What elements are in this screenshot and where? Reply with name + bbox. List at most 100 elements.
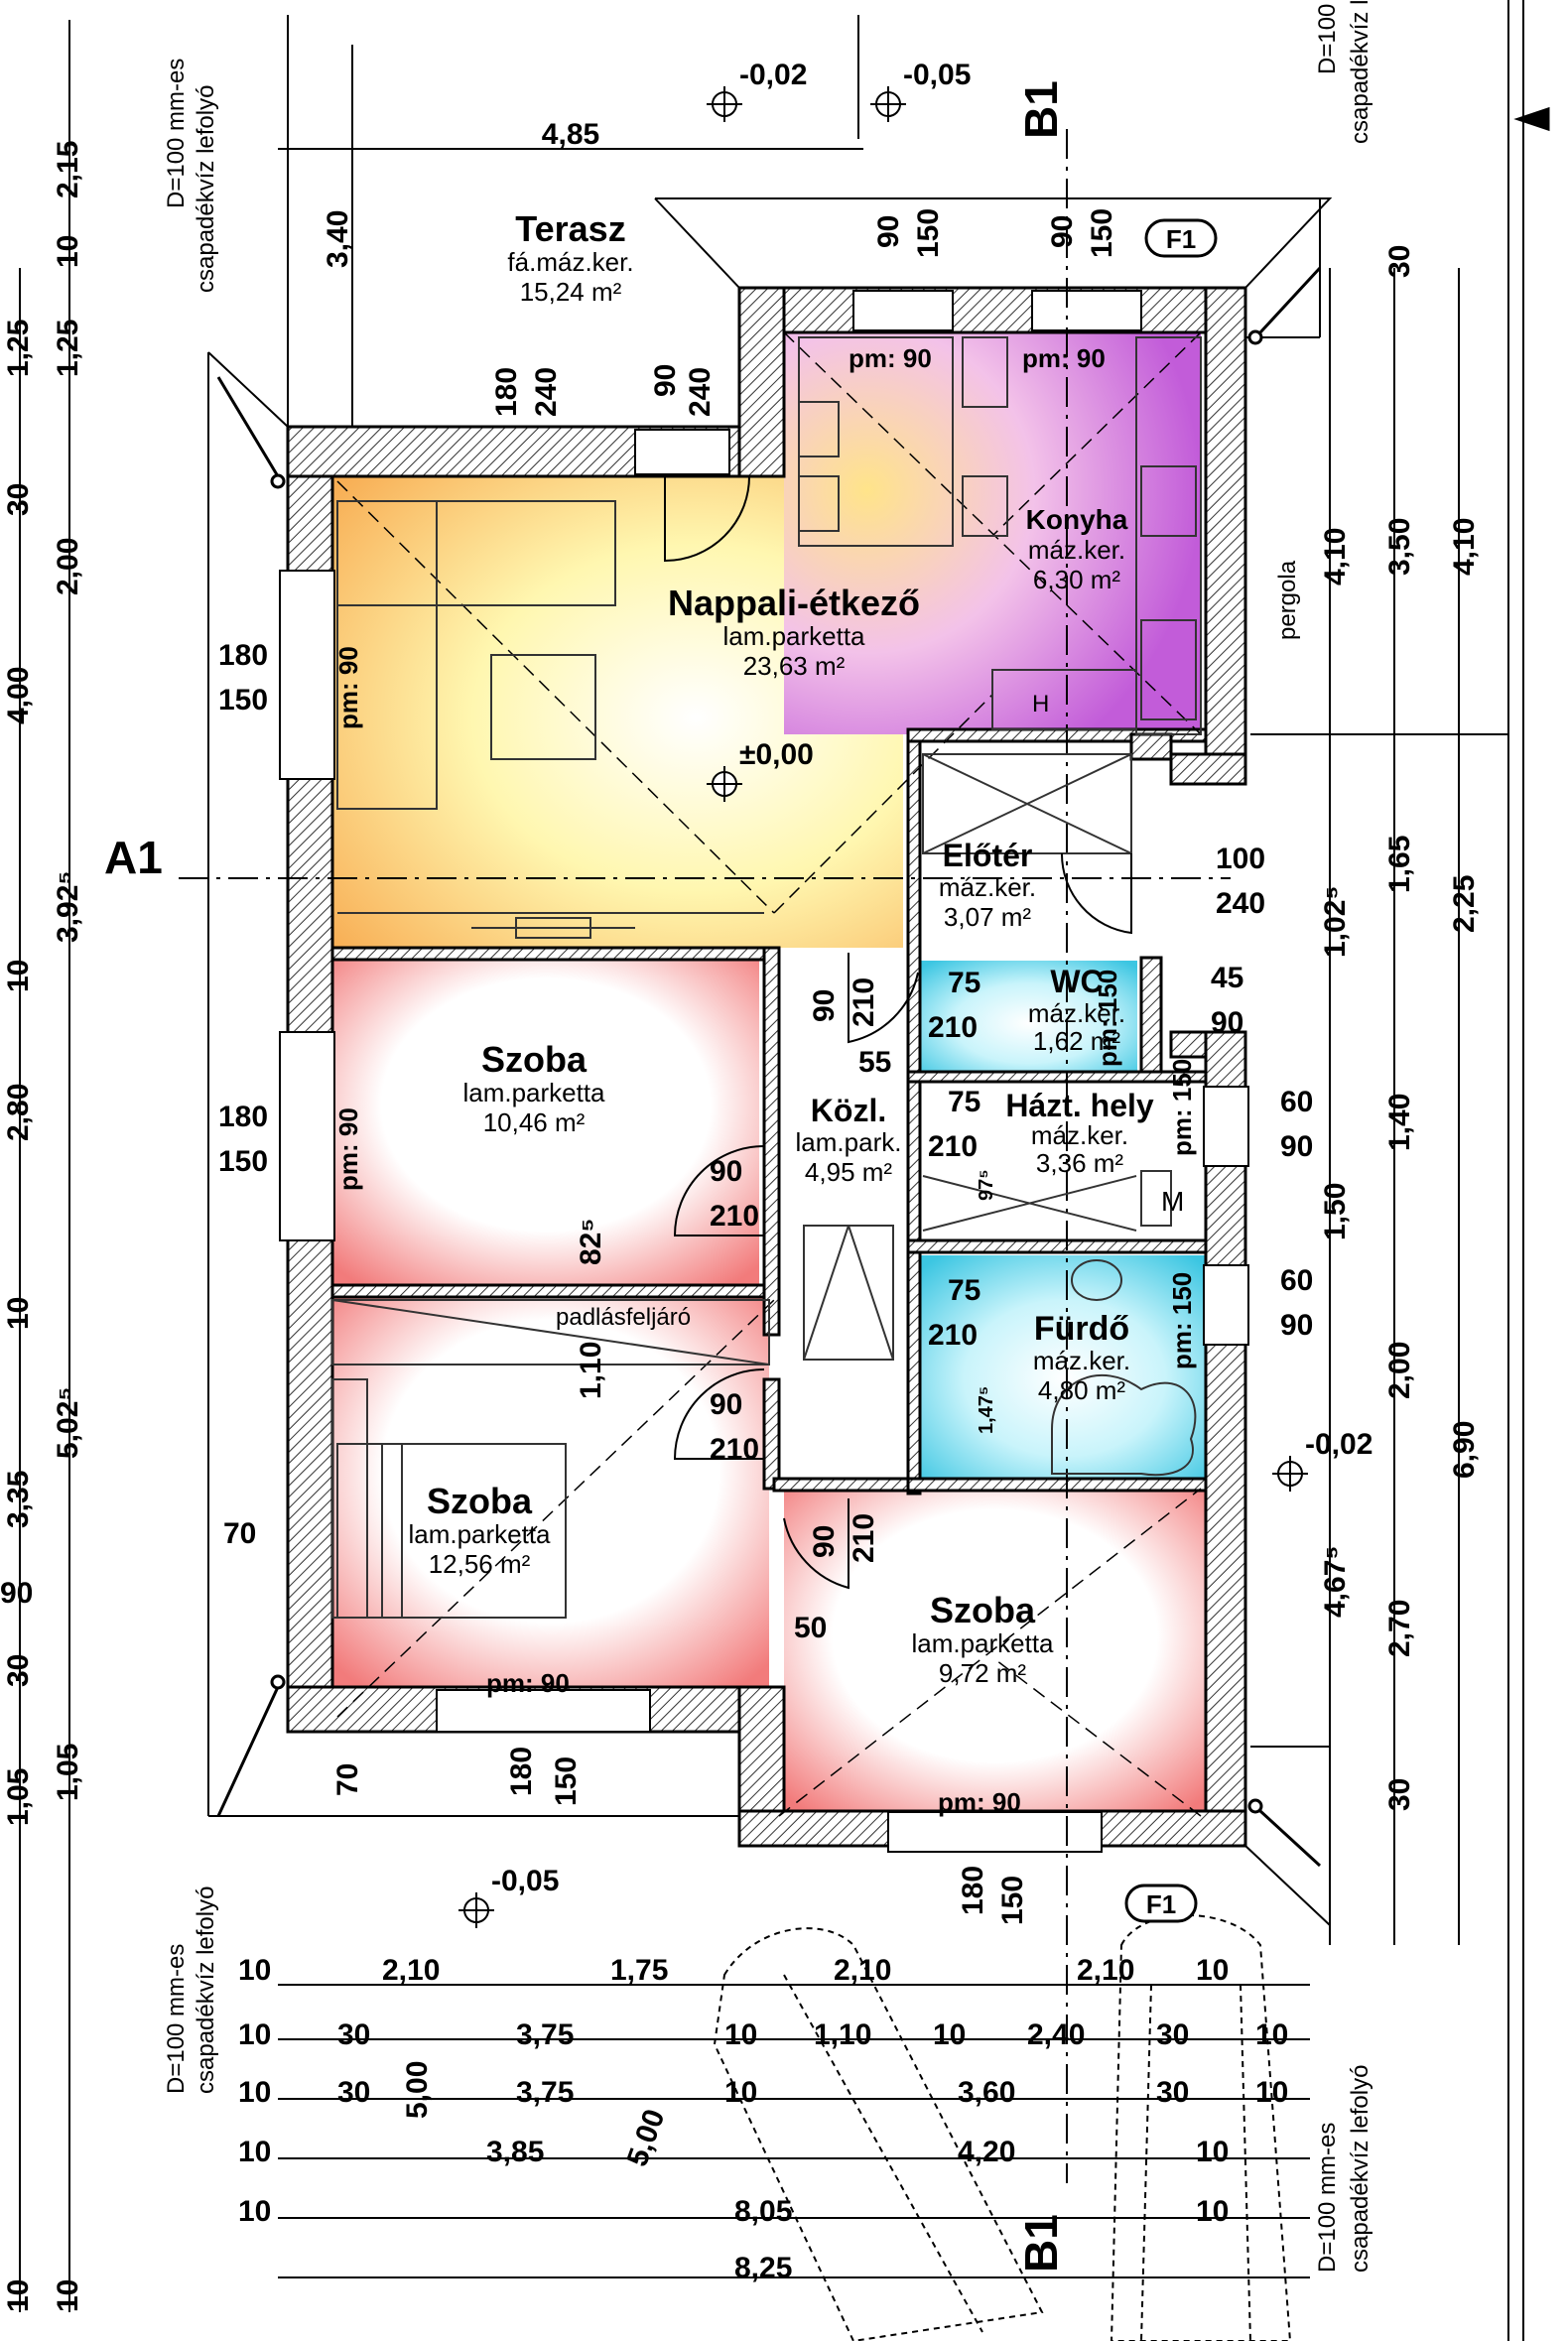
dim-op-39: 150 xyxy=(996,1876,1029,1925)
dim-lo-6: 3,92⁵ xyxy=(52,871,84,943)
dim-op-8: 180 xyxy=(218,639,268,672)
dim-b2-2: 3,75 xyxy=(516,2076,574,2109)
wc-fill xyxy=(921,961,1137,1075)
dim-op-13: 240 xyxy=(1216,887,1265,920)
m-mark: M xyxy=(1161,1186,1184,1217)
kozl-name: Közl. xyxy=(811,1093,886,1128)
furdo-area: 4,80 m² xyxy=(1038,1375,1125,1405)
dim-op-3: 240 xyxy=(684,367,717,417)
dim-op-2: 90 xyxy=(649,364,682,397)
dim-b1-6: 2,40 xyxy=(1027,2018,1085,2051)
dim-lo-2: 1,25 xyxy=(52,320,84,377)
roof-lines xyxy=(336,331,1202,1817)
drain-note-1b: csapadékvíz lefolyó xyxy=(193,85,219,293)
section-b1-top: B1 xyxy=(1015,80,1067,139)
dim-b1-2: 3,75 xyxy=(516,2018,574,2051)
dim-b3-3: 10 xyxy=(1196,2136,1229,2168)
dim-op-32: 55 xyxy=(858,1046,891,1079)
dim-op-18: 60 xyxy=(1280,1264,1313,1297)
terasz-area: 15,24 m² xyxy=(520,277,622,307)
szoba2-fill xyxy=(332,1295,769,1687)
dim-b1-7: 30 xyxy=(1156,2018,1189,2051)
dim-ro-2: 4,10 xyxy=(1448,518,1481,576)
dim-op-47: 210 xyxy=(848,1513,880,1563)
dim-b2-6: 10 xyxy=(1255,2076,1288,2109)
level-markers xyxy=(458,86,1308,1928)
dim-op-43: 1,10 xyxy=(575,1342,607,1399)
szoba1-name: Szoba xyxy=(481,1039,588,1080)
dim-op-34: 70 xyxy=(223,1517,256,1550)
dim-op-37: 150 xyxy=(550,1756,583,1806)
haztartasi-floor: máz.ker. xyxy=(1031,1120,1128,1150)
drain-note-1a: D=100 mm-es xyxy=(163,59,190,208)
dim-ri-1: 3,50 xyxy=(1383,518,1416,576)
dim-b1-5: 10 xyxy=(933,2018,966,2051)
dim-lo-13: 1,05 xyxy=(52,1744,84,1801)
dim-op-20: 90 xyxy=(710,1155,742,1188)
haztartasi-area: 3,36 m² xyxy=(1036,1148,1123,1178)
dim-op-29: 210 xyxy=(928,1130,978,1163)
dim-op-40: 97⁵ xyxy=(976,1169,997,1201)
furdo-floor: máz.ker. xyxy=(1033,1346,1130,1375)
dim-ri2-6: 4,67⁵ xyxy=(1319,1546,1352,1618)
dim-b1-0: 10 xyxy=(238,2018,271,2051)
dim-op-22: 90 xyxy=(710,1388,742,1421)
dim-b4-1: 8,05 xyxy=(734,2195,792,2228)
szoba3-area: 9,72 m² xyxy=(939,1658,1026,1688)
nappali-area: 23,63 m² xyxy=(743,651,846,681)
dim-lo-4: 2,00 xyxy=(52,538,84,595)
dim-b0-4: 2,10 xyxy=(1077,1954,1134,1987)
drain-arrows xyxy=(216,106,1550,1868)
dim-op-17: 90 xyxy=(1280,1130,1313,1163)
section-a1: A1 xyxy=(104,832,163,883)
pm90-4: pm: 90 xyxy=(333,1107,363,1191)
szoba1-fill xyxy=(332,958,759,1285)
szoba2-name: Szoba xyxy=(427,1481,533,1521)
dim-li-0: 10 xyxy=(52,2279,84,2312)
dim-b1-1: 30 xyxy=(337,2018,370,2051)
dim-op-9: 150 xyxy=(218,684,268,716)
drain-note-3b: csapadékvíz lefolyó xyxy=(1347,2065,1373,2273)
dim-lo-5: 4,00 xyxy=(2,667,35,724)
dim-op-11: 150 xyxy=(218,1145,268,1178)
nappali-name: Nappali-étkező xyxy=(668,583,920,623)
dim-ri2-2: 1,02⁵ xyxy=(1319,886,1352,958)
dim-b1-4: 1,10 xyxy=(814,2018,871,2051)
h-mark: H xyxy=(1032,691,1049,717)
haztartasi-name: Házt. hely xyxy=(1005,1088,1154,1123)
dim-op-6: 90 xyxy=(1046,215,1079,248)
dim-lo-0: 2,15 xyxy=(52,141,84,198)
dim-op-30: 75 xyxy=(948,1274,980,1307)
szoba2-floor: lam.parketta xyxy=(408,1519,551,1549)
drain-note-3a: D=100 mm-es xyxy=(1314,2123,1341,2273)
pergola-note: pergola xyxy=(1274,560,1301,640)
kozl-area: 4,95 m² xyxy=(805,1157,892,1187)
dim-b0-5: 10 xyxy=(1196,1954,1229,1987)
dim-ri-10: 2,70 xyxy=(1383,1600,1416,1657)
dim-op-15: 90 xyxy=(1211,1006,1243,1039)
drain-note-2b: csapadékvíz lefolyó xyxy=(193,1886,219,2094)
szoba1-floor: lam.parketta xyxy=(462,1078,605,1107)
dim-lo-3: 30 xyxy=(2,483,35,516)
wc-area: 1,62 m² xyxy=(1033,1026,1120,1056)
konyha-name: Konyha xyxy=(1026,504,1128,535)
furdo-name: Fürdő xyxy=(1034,1310,1129,1348)
dim-b2-1: 30 xyxy=(337,2076,370,2109)
dim-op-42: 82⁵ xyxy=(575,1219,607,1265)
dim-b1-3: 10 xyxy=(724,2018,757,2051)
dim-lo-10: 5,02⁵ xyxy=(52,1387,84,1459)
dim-op-14: 45 xyxy=(1211,962,1243,994)
dim-ri2-5: 1,50 xyxy=(1319,1183,1352,1240)
dim-op-41: 1,47⁵ xyxy=(976,1386,997,1434)
labels: Terasz fá.máz.ker. 15,24 m² Nappali-étke… xyxy=(0,0,1481,2312)
dim-b1-8: 10 xyxy=(1255,2018,1288,2051)
dim-op-21: 210 xyxy=(710,1200,759,1233)
dim-op-36: 180 xyxy=(505,1747,538,1796)
drain-note-4a: D=100 mm-es xyxy=(1314,0,1341,74)
dim-ri2-1: 4,10 xyxy=(1319,528,1352,585)
dim-op-24: 90 xyxy=(808,989,841,1022)
padlas-note: padlásfeljáró xyxy=(556,1304,691,1331)
szoba3-floor: lam.parketta xyxy=(911,1628,1054,1658)
dim-b2-4: 3,60 xyxy=(958,2076,1015,2109)
dim-op-26: 75 xyxy=(948,967,980,999)
